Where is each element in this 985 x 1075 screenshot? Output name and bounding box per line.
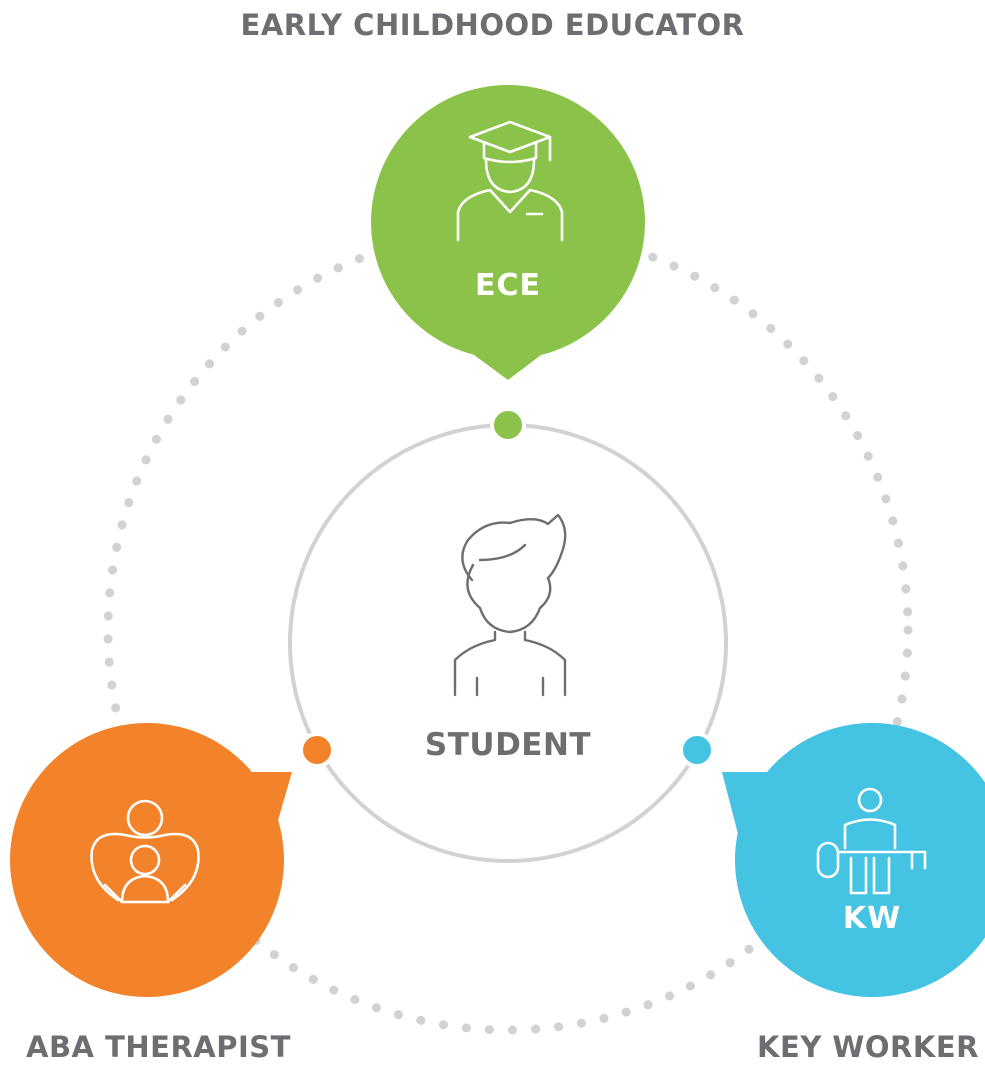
aba-role-title: ABA THERAPIST	[26, 1030, 291, 1064]
student-ring	[288, 423, 728, 863]
ece-badge: ECE	[371, 85, 645, 380]
aba-connector-dot	[299, 732, 335, 768]
parent-child-icon	[90, 799, 200, 904]
kw-connector-dot	[679, 732, 715, 768]
outer-dotted-ring	[103, 225, 913, 1035]
person-key-icon	[816, 787, 927, 895]
kw-role-title: KEY WORKER	[757, 1030, 979, 1064]
kw-badge-abbr: KW	[843, 901, 901, 936]
ece-connector-dot	[490, 407, 526, 443]
aba-badge	[10, 723, 292, 997]
student-icon	[453, 513, 567, 697]
ece-role-title: EARLY CHILDHOOD EDUCATOR	[240, 8, 745, 42]
graduate-icon	[456, 120, 564, 242]
kw-badge: KW	[722, 723, 985, 997]
ece-badge-abbr: ECE	[475, 268, 541, 303]
center-label: STUDENT	[425, 727, 591, 763]
